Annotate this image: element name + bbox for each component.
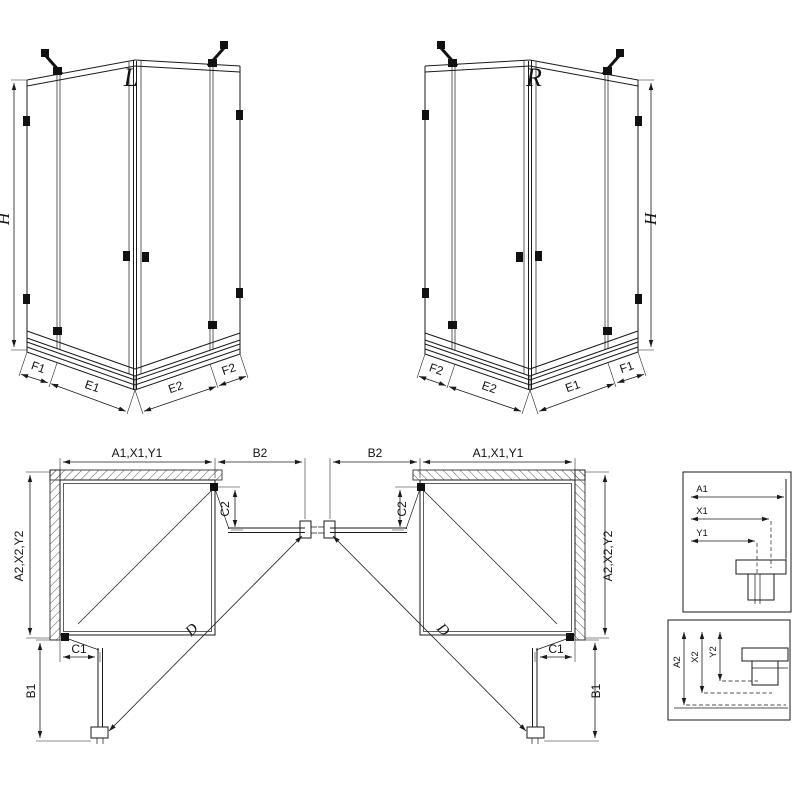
plan-dim-b2-left: B2	[253, 446, 268, 460]
dim-label-f1-left: F1	[29, 358, 47, 376]
plan-dim-a2-left: A2,X2,Y2	[12, 530, 26, 581]
plan-dim-c2-right: C2	[395, 501, 409, 517]
plan-dim-d-left: D	[182, 621, 202, 641]
detail-label-y2: Y2	[708, 646, 719, 658]
dim-label-e2-left: E2	[166, 378, 185, 396]
dim-label-e1-right: E1	[563, 377, 582, 395]
plan-view-right-geometry	[318, 458, 609, 744]
iso-view-left-geometry	[11, 41, 248, 414]
detail-box-horizontal: A1 X1 Y1	[682, 471, 792, 613]
dim-label-e1-left: E1	[83, 377, 102, 395]
plan-dim-c2-left: C2	[218, 501, 232, 517]
dim-label-h-left: H	[0, 211, 13, 226]
plan-dim-b2-right: B2	[368, 446, 383, 460]
detail-label-a1: A1	[696, 484, 708, 495]
detail-box-vertical: A2 X2 Y2	[667, 619, 791, 721]
plan-dim-a2-right: A2,X2,Y2	[601, 530, 615, 581]
dim-label-f1-right: F1	[618, 358, 636, 376]
plan-dim-b1-left: B1	[24, 683, 38, 698]
plan-dim-b1-right: B1	[589, 683, 603, 698]
wall-profile-detail-top	[735, 559, 787, 575]
detail-label-y1: Y1	[696, 528, 708, 539]
iso-view-left: L H F1 E1 E2 F2	[0, 41, 248, 414]
plan-dim-a1-left: A1,X1,Y1	[112, 446, 163, 460]
dim-label-e2-right: E2	[480, 378, 499, 396]
plan-dim-d-right: D	[433, 620, 453, 640]
view-label-l: L	[123, 63, 138, 92]
detail-label-x2: X2	[690, 651, 701, 663]
plan-view-left-geometry	[26, 458, 317, 744]
plan-view-left: A1,X1,Y1 B2 C2 A2,X2,Y2 C1 B1 D	[12, 446, 317, 744]
plan-view-right: A1,X1,Y1 B2 C2 A2,X2,Y2 C1 B1 D	[318, 446, 615, 744]
dim-label-h-right: H	[641, 211, 660, 226]
plan-dim-c1-left: C1	[71, 642, 87, 656]
detail-label-x1: X1	[696, 506, 708, 517]
plan-dim-c1-right: C1	[548, 642, 564, 656]
dim-label-f2-right: F2	[427, 360, 445, 378]
dim-label-f2-left: F2	[220, 360, 238, 378]
plan-dim-a1-right: A1,X1,Y1	[473, 446, 524, 460]
detail-label-a2: A2	[672, 656, 683, 668]
iso-view-right-geometry	[417, 41, 654, 414]
wall-profile-detail-bottom	[741, 647, 789, 662]
iso-view-right: R H F2 E2 E1 F1	[417, 41, 660, 414]
view-label-r: R	[525, 63, 542, 92]
